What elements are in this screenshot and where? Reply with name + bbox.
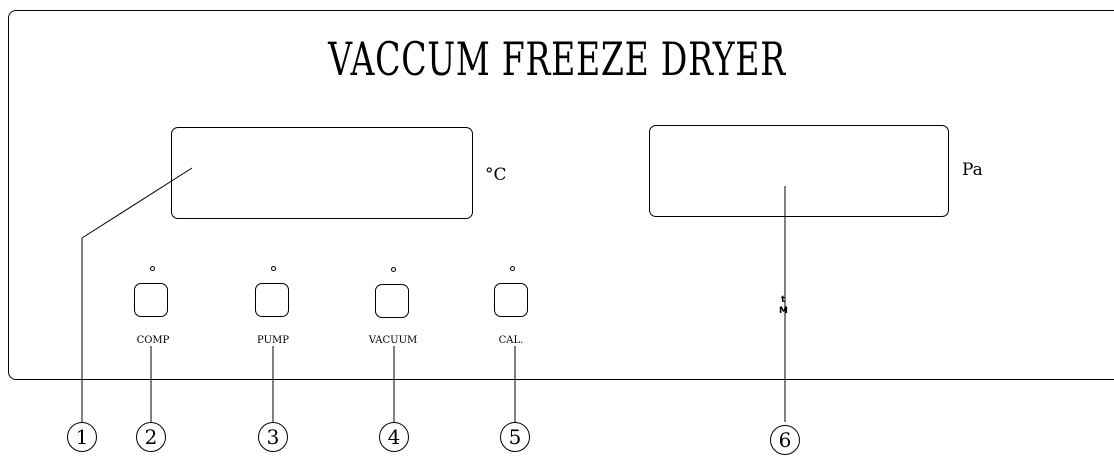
callout-4: 4 — [379, 422, 409, 452]
pressure-display — [649, 125, 949, 217]
vacuum-indicator-led — [391, 267, 396, 272]
cal-indicator-led — [510, 266, 515, 271]
callout-6: 6 — [770, 425, 800, 455]
stray-mark-bottom: M — [779, 306, 788, 316]
temperature-unit-label: °C — [485, 165, 507, 185]
cal-button[interactable] — [494, 283, 528, 317]
pump-indicator-led — [271, 266, 276, 271]
comp-indicator-led — [150, 266, 155, 271]
panel-title: VACCUM FREEZE DRYER — [328, 32, 786, 86]
temperature-display — [171, 127, 473, 219]
front-panel-outline — [8, 10, 1114, 380]
callout-1: 1 — [67, 422, 97, 452]
pump-button-label: PUMP — [257, 335, 289, 346]
leader-line-1 — [81, 167, 193, 239]
pump-button[interactable] — [255, 283, 289, 317]
callout-5: 5 — [500, 422, 530, 452]
callout-3: 3 — [258, 422, 288, 452]
comp-button-label: COMP — [136, 335, 170, 346]
vacuum-button[interactable] — [375, 284, 409, 318]
vacuum-button-label: VACUUM — [368, 335, 418, 346]
stray-mark-top: t — [781, 295, 786, 305]
comp-button[interactable] — [134, 283, 168, 317]
cal-button-label: CAL. — [498, 335, 524, 346]
callout-2: 2 — [136, 422, 166, 452]
pressure-unit-label: Pa — [962, 160, 983, 180]
